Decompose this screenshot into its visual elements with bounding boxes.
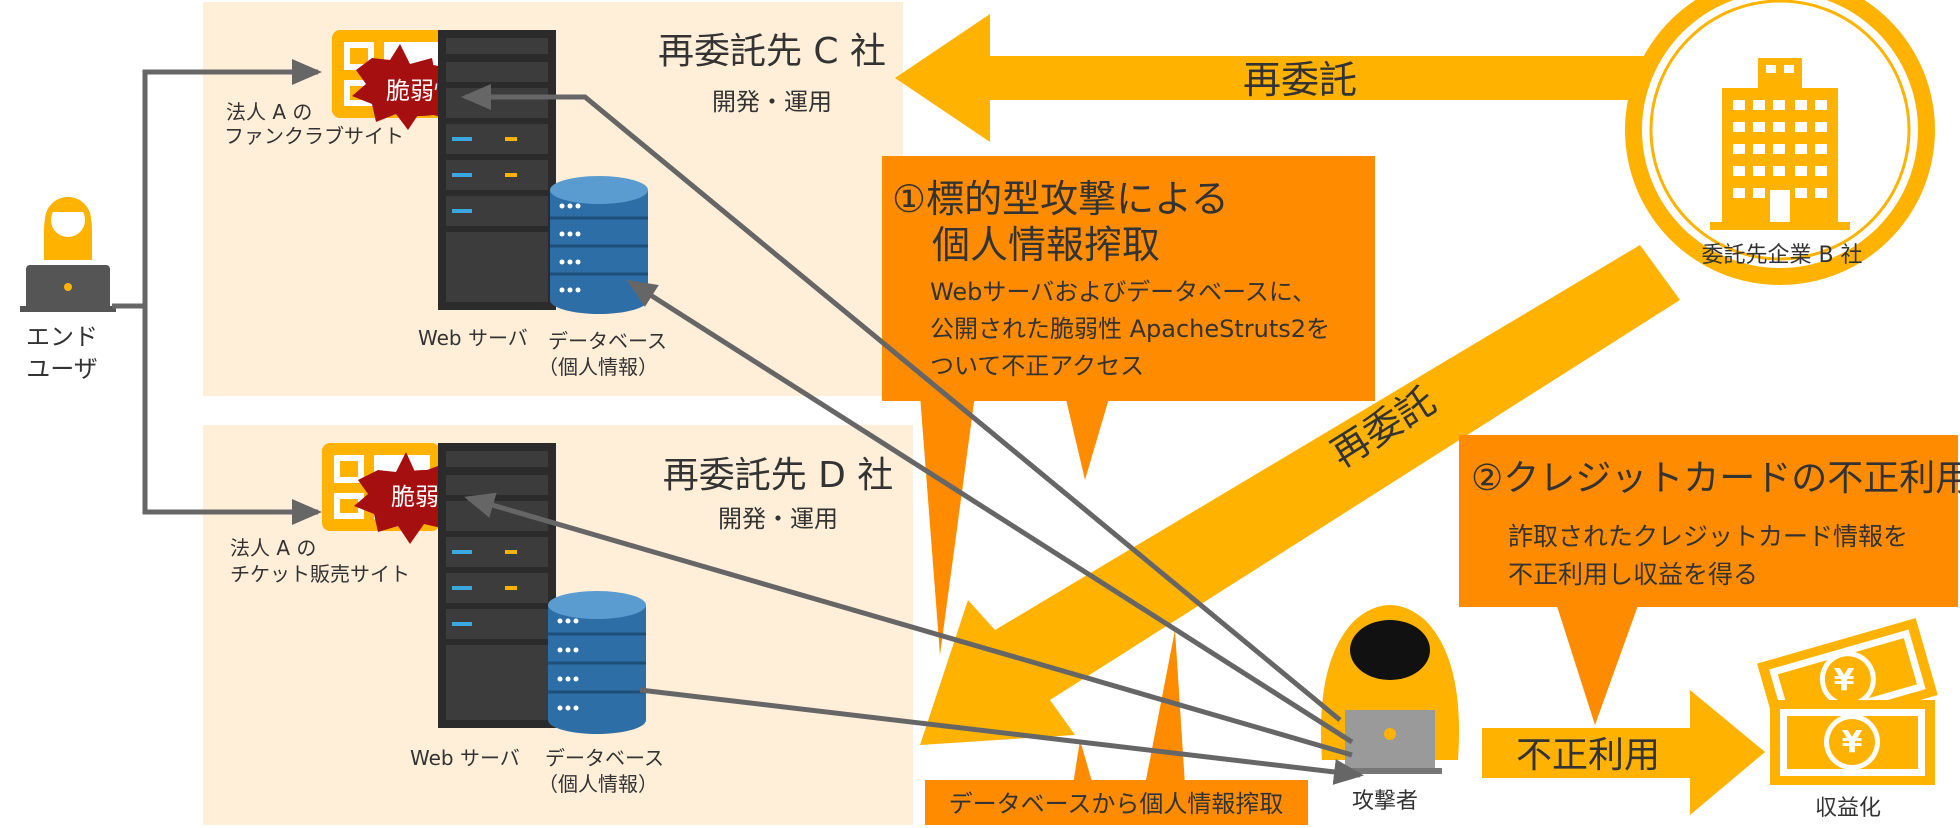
- callout1-body-line1: Webサーバおよびデータベースに、: [930, 278, 1316, 306]
- user-access-arrows: [112, 59, 322, 525]
- subcontract-arrow-top: 再委託: [895, 14, 1650, 142]
- site-c-label-line2: ファンクラブサイト: [224, 124, 404, 148]
- subcontract-label-top: 再委託: [1243, 58, 1357, 102]
- profit-label: 収益化: [1815, 796, 1881, 821]
- callout-targeted-attack: ①標的型攻撃による 個人情報搾取 Webサーバおよびデータベースに、 公開された…: [882, 156, 1375, 655]
- attacker-label: 攻撃者: [1352, 789, 1418, 814]
- callout2-body-line2: 不正利用し収益を得る: [1508, 560, 1758, 589]
- yen-symbol-front: ¥: [1842, 725, 1863, 760]
- company-d-title: 再委託先 D 社: [663, 455, 894, 496]
- callout1-title-line1: ①標的型攻撃による: [892, 177, 1229, 221]
- site-d-label-line1: 法人 A の: [230, 536, 316, 560]
- database-label-d-line1: データベース: [545, 746, 664, 770]
- site-d-label-line2: チケット販売サイト: [230, 562, 410, 586]
- database-label-c-line1: データベース: [548, 329, 667, 353]
- web-server-label-c: Web サーバ: [418, 326, 528, 350]
- web-server-icon: [438, 443, 556, 728]
- fraud-arrow: 不正利用: [1482, 690, 1765, 815]
- web-server-icon: [438, 30, 556, 310]
- callout1-body-line3: ついて不正アクセス: [930, 352, 1144, 380]
- hooded-attacker-icon: [1320, 605, 1460, 774]
- company-b: 委託先企業 B 社: [1625, 0, 1935, 285]
- company-d-panel: 再委託先 D 社 開発・運用: [203, 425, 913, 825]
- attack-arrows: [461, 84, 1364, 785]
- fraud-arrow-label: 不正利用: [1516, 735, 1660, 776]
- end-user-label-line2: ユーザ: [26, 355, 98, 383]
- web-server-label-d: Web サーバ: [410, 746, 520, 770]
- callout-credit-card-fraud: ②クレジットカードの不正利用 詐取されたクレジットカード情報を 不正利用し収益を…: [1459, 435, 1960, 725]
- database-icon: [550, 176, 648, 314]
- company-c-subtitle: 開発・運用: [712, 88, 832, 116]
- database-label-d-line2: （個人情報）: [538, 772, 658, 796]
- money-icon: ¥ ¥ 収益化: [1757, 618, 1938, 821]
- callout2-body-line1: 詐取されたクレジットカード情報を: [1508, 522, 1908, 551]
- end-user: エンド ユーザ: [20, 197, 116, 383]
- building-icon: [1710, 58, 1850, 230]
- company-b-label: 委託先企業 B 社: [1701, 243, 1862, 268]
- company-c-title: 再委託先 C 社: [658, 31, 886, 72]
- callout-db-theft: データベースから個人情報搾取: [925, 630, 1308, 825]
- callout1-body-line2: 公開された脆弱性 ApacheStruts2を: [930, 315, 1330, 343]
- site-c-label-line1: 法人 A の: [226, 100, 312, 124]
- database-label-c-line2: （個人情報）: [538, 355, 658, 379]
- company-d-subtitle: 開発・運用: [718, 505, 838, 533]
- database-icon: [548, 591, 646, 734]
- callout-db-label: データベースから個人情報搾取: [949, 790, 1284, 818]
- site-c: 脆弱性 法人 A の ファンクラブサイト: [224, 30, 667, 379]
- user-laptop-icon: [20, 197, 116, 312]
- attacker: 攻撃者: [1320, 605, 1460, 814]
- yen-symbol-back: ¥: [1834, 663, 1855, 698]
- site-d: 脆弱性 法人 A の チケット販売サイト: [230, 443, 664, 796]
- callout1-title-line2: 個人情報搾取: [932, 223, 1160, 267]
- end-user-label-line1: エンド: [26, 323, 98, 351]
- callout2-title: ②クレジットカードの不正利用: [1471, 458, 1960, 499]
